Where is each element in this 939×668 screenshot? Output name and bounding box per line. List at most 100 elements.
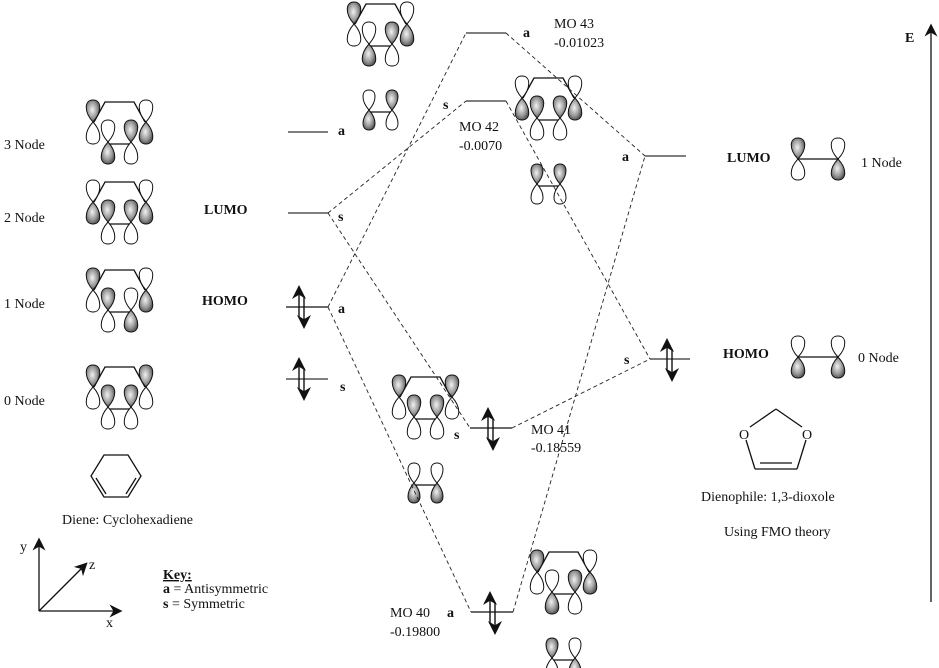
orbital-lobe <box>567 75 583 99</box>
orbital-lobe <box>429 394 445 418</box>
orbital-lobe <box>391 374 407 398</box>
orbital-lobe <box>582 549 598 573</box>
orbital-lobe <box>138 99 154 123</box>
orbital-lobe <box>430 482 444 504</box>
orbital-lobe <box>567 569 583 593</box>
energy-axis-label: E <box>905 31 914 46</box>
diene-mo-picture <box>391 374 460 440</box>
orbital-lobe <box>85 386 101 410</box>
product-orbital-pictures <box>346 1 598 668</box>
dienophile-sym-0: s <box>624 353 630 368</box>
cyclohexadiene-structure <box>90 454 142 498</box>
orbital-lobe <box>138 267 154 291</box>
product-mo-picture <box>529 549 598 668</box>
orbital-lobe <box>100 406 116 430</box>
mo-43-name: MO 43 <box>554 17 594 32</box>
orbital-lobe <box>529 117 545 141</box>
diene-node-label-1: 1 Node <box>4 297 45 312</box>
orbital-lobe <box>100 199 116 223</box>
orbital-lobe <box>790 158 806 181</box>
orbital-lobe <box>123 199 139 223</box>
dienophile-orbital-pictures <box>790 137 846 379</box>
product-mo-picture <box>346 1 415 131</box>
orbital-lobe <box>790 335 806 358</box>
key-symbol-s: s <box>163 597 169 612</box>
product-mo-picture <box>391 374 460 504</box>
orbital-lobe <box>85 289 101 313</box>
electron-pair-icon <box>660 338 679 382</box>
diene-orbital-pictures <box>85 99 154 430</box>
electron-pair-icon <box>292 357 311 401</box>
orbital-lobe <box>100 119 116 143</box>
mo-42-name: MO 42 <box>459 120 499 135</box>
orbital-lobe <box>385 109 399 131</box>
diene-homo-label: HOMO <box>202 294 248 309</box>
z-axis-label: z <box>89 558 95 573</box>
orbital-lobe <box>529 95 545 119</box>
product-mo-picture <box>514 75 583 205</box>
method-label: Using FMO theory <box>724 525 831 540</box>
mo-41-energy: -0.18559 <box>531 441 581 456</box>
orbital-lobe <box>123 309 139 333</box>
orbital-lobe <box>790 137 806 160</box>
orbital-lobe <box>429 416 445 440</box>
diene-sym-3: a <box>338 124 345 139</box>
diene-mo-picture <box>85 267 154 333</box>
orbital-lobe <box>530 163 544 185</box>
dienophile-sym-1: a <box>622 150 629 165</box>
orbital-lobe <box>362 109 376 131</box>
orbital-lobe <box>544 591 560 615</box>
orbital-lobe <box>514 97 530 121</box>
orbital-lobe <box>582 571 598 595</box>
orbital-lobe <box>444 374 460 398</box>
dioxole-structure <box>745 408 807 470</box>
svg-text:s = Symmetric: s = Symmetric <box>163 597 245 612</box>
diene-node-label-2: 2 Node <box>4 211 45 226</box>
dienophile-node-label-0: 0 Node <box>858 351 899 366</box>
orbital-lobe <box>514 75 530 99</box>
key-meaning-s: = Symmetric <box>168 597 244 612</box>
mo-40-symmetry: a <box>447 606 454 621</box>
x-axis-label: x <box>106 616 113 631</box>
orbital-lobe <box>406 416 422 440</box>
orbital-lobe <box>545 637 559 659</box>
diene-mo-picture <box>85 364 154 430</box>
mo-40-energy: -0.19800 <box>390 625 440 640</box>
orbital-lobe <box>567 591 583 615</box>
orbital-lobe <box>391 396 407 420</box>
diene-energy-levels <box>286 131 328 380</box>
mo-42-energy: -0.0070 <box>459 139 502 154</box>
orbital-lobe <box>346 23 362 47</box>
orbital-lobe <box>123 119 139 143</box>
orbital-lobe <box>85 179 101 203</box>
dienophile-name-label: Dienophile: 1,3-dioxole <box>701 490 835 505</box>
orbital-lobe <box>123 221 139 245</box>
orbital-lobe <box>830 356 846 379</box>
orbital-lobe <box>384 43 400 67</box>
orbital-lobe <box>123 406 139 430</box>
diene-mo-picture <box>346 1 415 67</box>
orbital-lobe <box>362 89 376 111</box>
dienophile-homo-label: HOMO <box>723 347 769 362</box>
key-entry-antisymmetric: a = Antisymmetric <box>163 582 268 597</box>
orbital-lobe <box>552 95 568 119</box>
dienophile-mo-picture <box>790 335 846 379</box>
product-energy-levels <box>466 32 513 613</box>
diene-sym-1: a <box>338 302 345 317</box>
key-symbol-a: a <box>163 582 170 597</box>
orbital-lobe <box>529 571 545 595</box>
correlation-lines <box>327 32 651 613</box>
orbital-lobe <box>790 356 806 379</box>
dioxole-oxygen-right: O <box>802 428 812 443</box>
orbital-lobe <box>407 482 421 504</box>
orbital-lobe <box>138 289 154 313</box>
orbital-lobe <box>399 1 415 25</box>
orbital-lobe <box>100 141 116 165</box>
orbital-lobe <box>830 335 846 358</box>
orbital-lobe <box>430 462 444 484</box>
orbital-lobe <box>138 386 154 410</box>
orbital-lobe <box>529 549 545 573</box>
orbital-lobe <box>85 364 101 388</box>
diene-mo-picture <box>85 179 154 245</box>
orbital-lobe <box>567 97 583 121</box>
